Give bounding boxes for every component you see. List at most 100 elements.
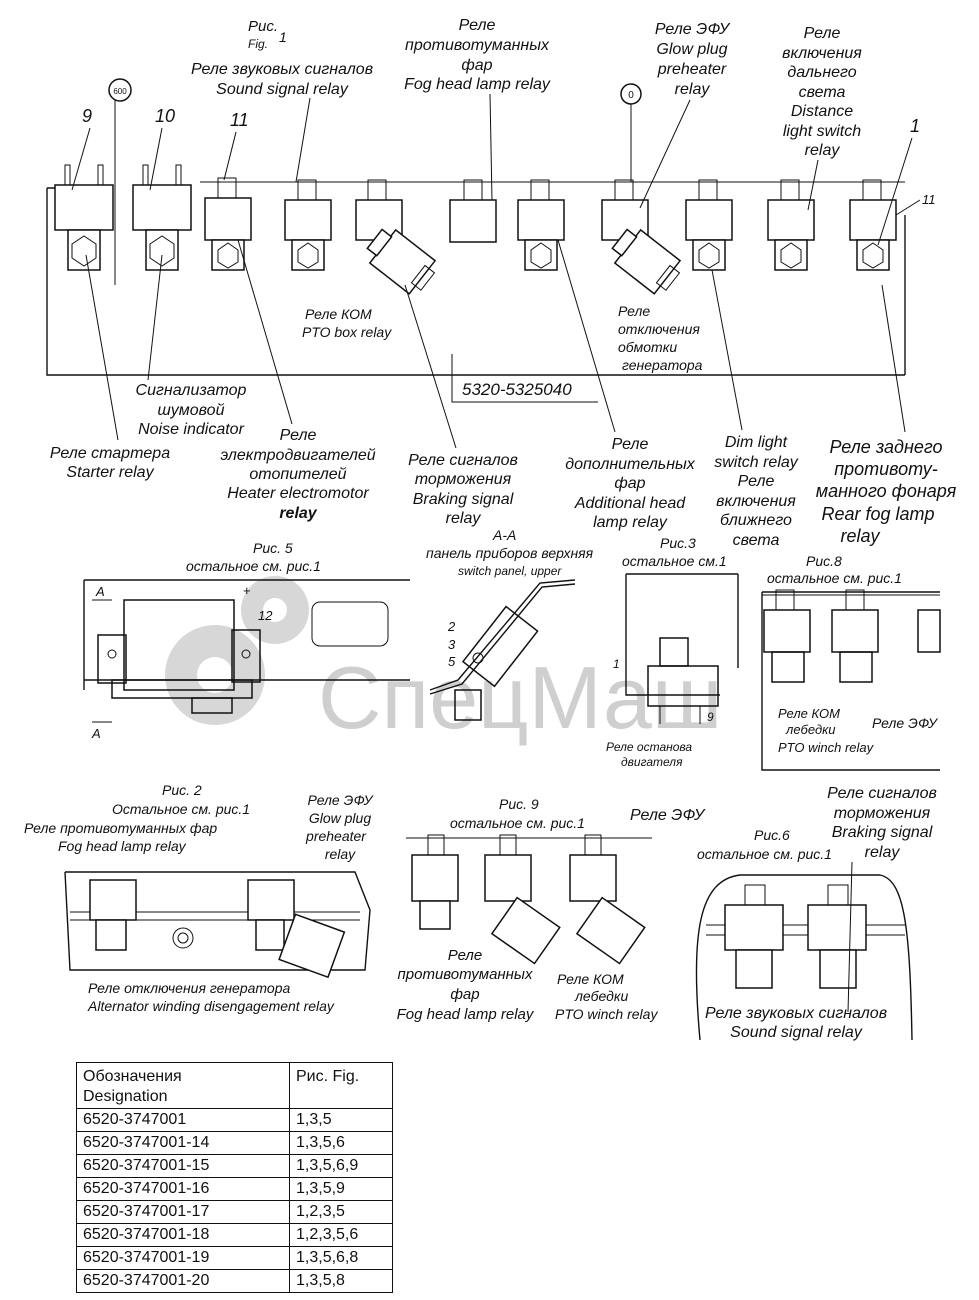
svg-text:электродвигателей: электродвигателей	[220, 447, 375, 464]
svg-text:relay: relay	[805, 142, 841, 159]
fig9-title: Рис. 9	[499, 796, 539, 812]
aa-title: А-А	[492, 527, 516, 543]
fig5-section-a1: A	[95, 584, 105, 599]
svg-text:relay: relay	[446, 510, 482, 527]
fig9: Рис. 9 остальное см. рис.1 Реле ЭФУ Реле…	[397, 796, 706, 1023]
svg-text:фар: фар	[461, 57, 492, 74]
fig6-braking-2: Braking signal	[832, 824, 933, 841]
relay-a	[284, 179, 332, 271]
watermark-text: СпецМаш	[318, 648, 722, 747]
svg-text:Реле ЭФУ: Реле ЭФУ	[655, 21, 731, 38]
svg-text:противоту-: противоту-	[834, 459, 938, 479]
fig3-stop1: Реле останова	[606, 740, 692, 754]
svg-text:Реле стартера: Реле стартера	[50, 445, 170, 462]
cell-figs: 1,3,5,6,9	[289, 1154, 393, 1178]
relay-10	[132, 164, 192, 271]
svg-text:Fog head lamp relay: Fog head lamp relay	[404, 76, 551, 93]
fig6-braking-1: торможения	[834, 805, 931, 822]
fig2-fog1: Реле противотуманных фар	[24, 820, 217, 836]
fig5-section-a2: A	[91, 726, 101, 741]
fig2-efu-3: relay	[325, 846, 356, 862]
svg-text:Реле сигналов: Реле сигналов	[408, 452, 518, 469]
label-fog-head: Реле противотуманных фар Fog head lamp r…	[404, 17, 551, 93]
svg-text:preheater: preheater	[657, 61, 727, 78]
table-header-row: Обозначения Designation Рис. Fig.	[76, 1062, 393, 1109]
fig9-efu: Реле ЭФУ	[630, 807, 706, 824]
fig9-pto-1: лебедки	[574, 988, 629, 1004]
svg-text:light switch: light switch	[783, 123, 861, 140]
svg-text:Сигнализатор: Сигнализатор	[136, 382, 247, 399]
relay-rear-fog	[849, 179, 897, 271]
fig8-pto1: Реле КОМ	[778, 706, 840, 721]
label-11b: 11	[922, 192, 936, 207]
cell-figs: 1,2,3,5	[289, 1200, 393, 1224]
fig1-caption-en: Fig.	[248, 37, 268, 51]
fig6-sound-1: Sound signal relay	[730, 1024, 863, 1041]
svg-text:Distance: Distance	[791, 103, 853, 120]
aa-label-2: 2	[447, 619, 456, 634]
cell-figs: 1,3,5,6,8	[289, 1246, 393, 1270]
label-11: 11	[230, 110, 249, 130]
fig9-sub: остальное см. рис.1	[450, 815, 585, 831]
svg-text:Sound signal relay: Sound signal relay	[216, 81, 349, 98]
cell-designation: 6520-3747001-15	[76, 1154, 290, 1178]
part-number: 5320-5325040	[462, 380, 572, 399]
fig9-pto-2: PTO winch relay	[555, 1006, 658, 1022]
relay-row	[204, 177, 897, 295]
fig9-fog-3: Fog head lamp relay	[397, 1006, 535, 1023]
relay-sound	[204, 177, 252, 271]
svg-text:противотуманных: противотуманных	[405, 37, 550, 54]
fig6-sub: остальное см. рис.1	[697, 846, 832, 862]
svg-text:Реле звуковых сигналов: Реле звуковых сигналов	[191, 61, 373, 78]
fig8-pto2: лебедки	[785, 722, 836, 737]
svg-text:PTO box relay: PTO box relay	[302, 324, 392, 340]
svg-text:Dim light: Dim light	[725, 434, 788, 451]
svg-text:Реле: Реле	[612, 436, 649, 453]
label-9: 9	[82, 106, 92, 126]
fig1: Рис. Fig. 1 600 0 9 10 11	[46, 17, 957, 549]
fig6: Рис.6 остальное см. рис.1 Реле сигналов …	[695, 785, 937, 1041]
relay-additional	[517, 179, 565, 271]
fig2-efu-1: Glow plug	[309, 810, 371, 826]
fig9-pto-0: Реле КОМ	[557, 971, 624, 987]
fig8: Рис.8 остальное см. рис.1 Реле КОМ лебед…	[761, 553, 941, 771]
cell-figs: 1,2,3,5,6	[289, 1223, 393, 1247]
svg-text:relay: relay	[279, 505, 317, 522]
section-aa: А-А панель приборов верхняя switch panel…	[426, 527, 594, 721]
fig3-title: Рис.3	[660, 535, 696, 551]
designation-table: Обозначения Designation Рис. Fig. 6520-3…	[76, 1062, 393, 1293]
fig2-efu-2: preheater	[305, 828, 367, 844]
fig1-number: 1	[279, 29, 287, 45]
fig8-title: Рис.8	[806, 553, 842, 569]
cell-designation: 6520-3747001-18	[76, 1223, 290, 1247]
label-pto-box: Реле КОМ PTO box relay	[302, 306, 392, 340]
svg-text:включения: включения	[716, 493, 796, 510]
fig9-fog-2: фар	[450, 986, 479, 1003]
label-noise: Сигнализатор шумовой Noise indicator	[136, 382, 247, 438]
relay-dim	[685, 179, 733, 271]
cell-designation: 6520-3747001-20	[76, 1269, 290, 1293]
svg-text:Реле: Реле	[280, 427, 317, 444]
fig2: Рис. 2 Остальное см. рис.1 Реле противот…	[24, 782, 375, 1014]
fig6-title: Рис.6	[754, 827, 790, 843]
aa-label-3: 3	[448, 637, 456, 652]
fig5-plus: +	[243, 583, 251, 598]
fig5-title: Рис. 5	[253, 540, 293, 556]
svg-text:света: света	[799, 84, 846, 101]
svg-text:торможения: торможения	[415, 471, 512, 488]
label-heater: Реле электродвигателей отопителей Heater…	[220, 427, 375, 522]
svg-text:Braking signal: Braking signal	[413, 491, 514, 508]
fig2-sub: Остальное см. рис.1	[112, 801, 250, 817]
cell-designation: 6520-3747001	[76, 1108, 290, 1132]
svg-text:Реле КОМ: Реле КОМ	[305, 306, 372, 322]
svg-text:Реле: Реле	[618, 303, 650, 319]
fig8-efu: Реле ЭФУ	[872, 715, 939, 731]
svg-text:Starter relay: Starter relay	[66, 464, 154, 481]
